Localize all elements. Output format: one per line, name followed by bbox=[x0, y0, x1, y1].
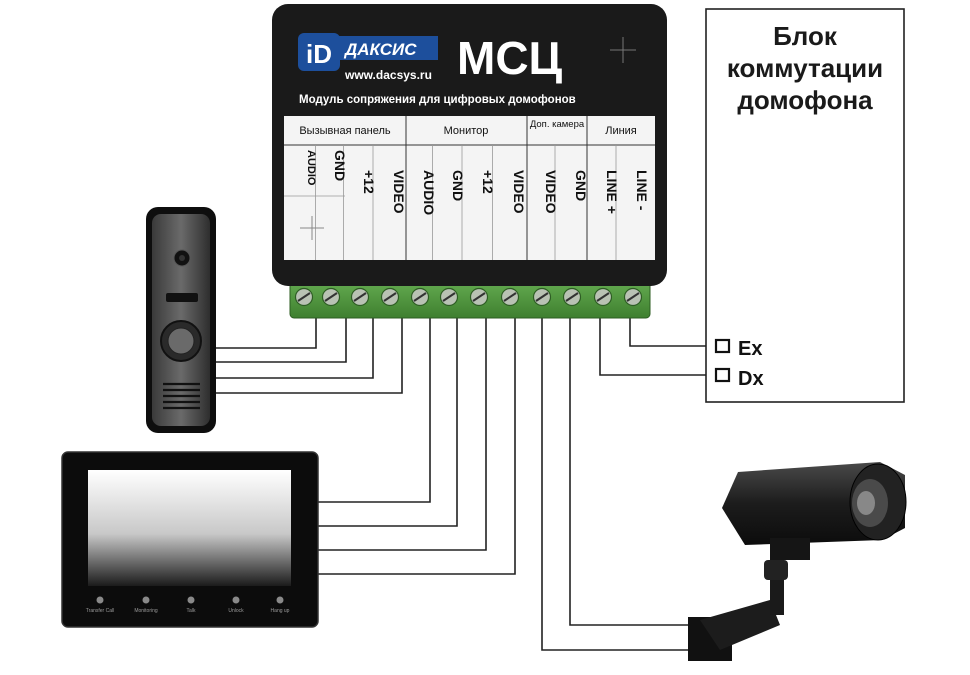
terminal-label: AUDIO bbox=[421, 170, 437, 215]
terminal-screw-icon bbox=[380, 287, 400, 307]
module-subtitle: Модуль сопряжения для цифровых домофонов bbox=[299, 94, 576, 106]
name-plate bbox=[166, 293, 198, 302]
terminal-screw-icon bbox=[562, 287, 582, 307]
terminal-screw-icon bbox=[593, 287, 613, 307]
terminal-screw-icon bbox=[321, 287, 341, 307]
monitor-button[interactable]: Unlock bbox=[228, 596, 244, 615]
wire-camera-gnd bbox=[569, 312, 700, 626]
wire-line-minus bbox=[629, 312, 717, 347]
terminal-label: +12 bbox=[361, 170, 377, 194]
monitor-button-icon bbox=[142, 596, 150, 604]
panel-mark-icon bbox=[300, 216, 324, 240]
terminal-screw-icon bbox=[532, 287, 552, 307]
port-ex-terminal bbox=[714, 338, 731, 354]
terminal-label: LINE + bbox=[604, 170, 620, 214]
monitor-button-label: Unlock bbox=[228, 608, 244, 614]
terminal-label: +12 bbox=[480, 170, 496, 194]
wire-monitor-audio bbox=[318, 312, 431, 503]
call-panel bbox=[146, 207, 216, 433]
wire-monitor-12v bbox=[318, 312, 487, 551]
terminal-screw-icon bbox=[500, 287, 520, 307]
switch-block-title-line1: Блок bbox=[773, 21, 838, 51]
terminal-label: LINE - bbox=[634, 170, 650, 211]
group-label-extra-camera-box: Доп. камера bbox=[529, 119, 585, 130]
port-ex-label: Ex bbox=[738, 338, 762, 360]
terminal-label-panel: Вызывная панель Монитор Доп. камера Лини… bbox=[284, 116, 655, 260]
monitor-button[interactable]: Transfer Call bbox=[86, 596, 114, 615]
monitor-button-icon bbox=[96, 596, 104, 604]
terminal-label: VIDEO bbox=[391, 170, 407, 214]
switch-block-title-line2: коммутации bbox=[727, 53, 883, 83]
brand-name: ДАКСИС bbox=[343, 40, 417, 59]
terminal-label: GND bbox=[332, 150, 348, 181]
wire-line-plus bbox=[599, 312, 717, 376]
terminal-label: VIDEO bbox=[511, 170, 527, 214]
monitor-button-icon bbox=[276, 596, 284, 604]
wire-panel-gnd bbox=[215, 312, 347, 363]
group-label-monitor: Монитор bbox=[444, 125, 489, 137]
speaker-grille-icon bbox=[163, 382, 200, 410]
terminal-screw-icon bbox=[623, 287, 643, 307]
monitor-button[interactable]: Talk bbox=[187, 596, 196, 615]
cctv-camera bbox=[688, 462, 907, 661]
monitor-button-label: Monitoring bbox=[134, 608, 158, 614]
monitor-button[interactable]: Hang up bbox=[271, 596, 290, 615]
terminal-label: GND bbox=[573, 170, 589, 201]
monitor-buttons: Transfer Call Monitoring Talk Unlock Hang up bbox=[86, 596, 290, 615]
terminal-labels: AUDIO GND +12 VIDEO AUDIO GND +12 VIDEO VIDEO GND… bbox=[305, 150, 650, 215]
terminal-screw-icon bbox=[410, 287, 430, 307]
port-dx-label: Dx bbox=[738, 368, 764, 390]
logo-brand-plate bbox=[338, 36, 438, 60]
wire-camera-video bbox=[541, 312, 700, 651]
terminal-screw-icon bbox=[350, 287, 370, 307]
monitor-button-icon bbox=[232, 596, 240, 604]
monitor-button-label: Transfer Call bbox=[86, 608, 114, 614]
monitor-button[interactable]: Monitoring bbox=[134, 596, 158, 615]
wire-panel-12v bbox=[215, 312, 374, 379]
video-monitor: Transfer Call Monitoring Talk Unlock Hang up bbox=[61, 451, 319, 628]
wires bbox=[215, 312, 717, 651]
interface-module: iD ДАКСИС www.dacsys.ru МСЦ Модуль сопря… bbox=[272, 4, 667, 319]
bell-icon bbox=[167, 327, 195, 355]
model-name: МСЦ bbox=[457, 32, 563, 84]
wire-monitor-video bbox=[318, 312, 516, 575]
terminal-screw-icon bbox=[469, 287, 489, 307]
logo-letters: iD bbox=[306, 39, 332, 69]
switch-block: Блок коммутации домофона Ex Dx bbox=[705, 8, 905, 403]
group-label-call-panel: Вызывная панель bbox=[299, 125, 391, 137]
monitor-button-label: Talk bbox=[187, 608, 196, 614]
switch-block-title-line3: домофона bbox=[737, 85, 873, 115]
wire-monitor-gnd bbox=[318, 312, 458, 527]
monitor-screen bbox=[88, 470, 291, 586]
mount-mark-icon bbox=[610, 37, 636, 63]
website: www.dacsys.ru bbox=[344, 68, 432, 82]
port-dx-terminal bbox=[714, 367, 731, 383]
monitor-button-icon bbox=[187, 596, 195, 604]
group-label-extra-camera: Доп. камера bbox=[529, 119, 585, 130]
group-label-line: Линия bbox=[605, 125, 637, 137]
monitor-button-label: Hang up bbox=[271, 608, 290, 614]
terminal-screw-icon bbox=[439, 287, 459, 307]
terminal-screw-icon bbox=[294, 287, 314, 307]
terminal-label: GND bbox=[450, 170, 466, 201]
logo-icon bbox=[298, 33, 340, 71]
wire-panel-audio bbox=[215, 312, 317, 349]
terminal-label: VIDEO bbox=[543, 170, 559, 214]
wire-panel-video bbox=[215, 312, 403, 394]
terminal-label: AUDIO bbox=[305, 150, 317, 186]
column-dividers bbox=[315, 145, 617, 260]
terminal-screws bbox=[294, 287, 643, 307]
